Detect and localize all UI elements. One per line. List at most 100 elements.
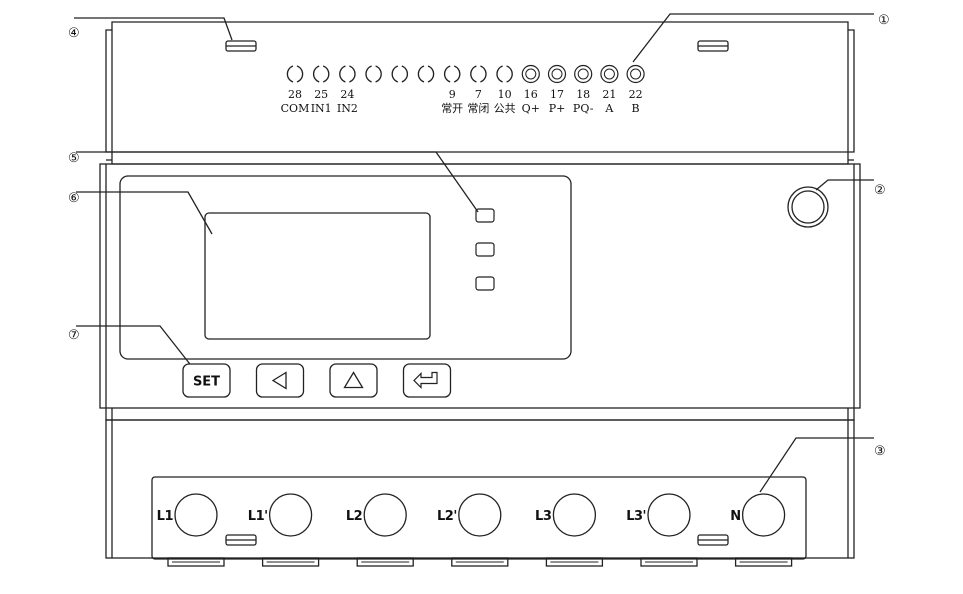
left-button-frame[interactable] bbox=[255, 363, 305, 398]
spring-terminal-right-icon bbox=[375, 65, 382, 83]
spring-terminal-left-icon bbox=[391, 65, 399, 83]
set-button-frame[interactable] bbox=[182, 363, 231, 398]
terminal-label: IN1 bbox=[311, 102, 332, 115]
enter-arrow-icon bbox=[413, 371, 438, 389]
callout-number-3: ③ bbox=[874, 444, 886, 459]
phase-terminal: L2 bbox=[346, 493, 407, 537]
terminal-number: 7 bbox=[475, 88, 482, 101]
phase-terminal-label: N bbox=[730, 509, 740, 524]
terminal-number: 18 bbox=[576, 88, 590, 101]
lcd-screen bbox=[204, 212, 431, 340]
top-terminal: 9常开 bbox=[441, 65, 463, 115]
callout-number-4: ④ bbox=[68, 26, 80, 41]
spring-terminal-left-icon bbox=[365, 65, 372, 83]
ring-terminal-icon bbox=[547, 64, 567, 84]
leader-line-3 bbox=[759, 437, 874, 493]
spring-terminal-right-icon bbox=[401, 65, 408, 83]
din-clip bbox=[640, 557, 698, 567]
top-terminal: 16Q+ bbox=[522, 64, 540, 115]
terminal-number: 21 bbox=[602, 88, 616, 101]
terminal-label: Q+ bbox=[522, 102, 540, 115]
phase-terminal: L1' bbox=[248, 493, 313, 537]
terminal-number: 17 bbox=[550, 88, 564, 101]
indicator-led-2 bbox=[475, 242, 495, 257]
top-cover bbox=[105, 21, 855, 153]
spring-terminal-right-icon bbox=[296, 65, 304, 83]
spring-terminal-left-icon bbox=[444, 65, 451, 83]
spring-terminal-left-icon bbox=[496, 65, 503, 83]
sealing-screw-inner bbox=[791, 190, 825, 224]
ring-terminal-inner-icon bbox=[577, 68, 589, 80]
din-clip bbox=[356, 557, 414, 567]
terminal-number: 10 bbox=[498, 88, 512, 101]
enter-button-frame[interactable] bbox=[402, 363, 452, 398]
terminal-block bbox=[151, 476, 807, 560]
callout-number-6: ⑥ bbox=[68, 191, 80, 206]
indicator-led-1 bbox=[475, 208, 495, 223]
leader-line-4 bbox=[74, 17, 233, 41]
spring-terminal-left-icon bbox=[339, 65, 346, 83]
main-body bbox=[99, 163, 861, 409]
phase-terminal: N bbox=[730, 493, 786, 537]
leader-line-7 bbox=[76, 325, 194, 369]
callout-number-5: ⑤ bbox=[68, 151, 80, 166]
indicator-led-3 bbox=[475, 276, 495, 291]
phase-terminal-screw bbox=[741, 493, 786, 537]
terminal-label: A bbox=[604, 102, 614, 115]
leader-line-2 bbox=[815, 179, 874, 191]
ring-terminal-inner-icon bbox=[525, 68, 537, 80]
terminal-number: 9 bbox=[449, 88, 456, 101]
spring-terminal-left-icon bbox=[470, 65, 477, 83]
left-button[interactable] bbox=[255, 363, 305, 398]
set-button[interactable]: SET bbox=[182, 363, 231, 398]
ring-terminal-icon bbox=[574, 64, 593, 84]
spring-terminal-right-icon bbox=[453, 65, 461, 83]
top-terminal: 22B bbox=[626, 64, 645, 115]
ring-terminal-inner-icon bbox=[630, 68, 642, 80]
lower-band bbox=[105, 408, 855, 421]
up-triangle-icon bbox=[343, 371, 364, 389]
din-clip bbox=[734, 557, 793, 567]
set-button-label: SET bbox=[193, 375, 220, 390]
leader-line-5 bbox=[76, 151, 479, 213]
terminal-label: 常闭 bbox=[467, 102, 489, 115]
callout-number-7: ⑦ bbox=[68, 328, 80, 343]
terminal-label: IN2 bbox=[337, 102, 358, 115]
ring-terminal-icon bbox=[600, 64, 619, 84]
sealing-screw-outer bbox=[787, 186, 829, 228]
leader-line-1 bbox=[632, 13, 874, 63]
phase-terminal-screw bbox=[647, 493, 691, 537]
terminal-label: PQ- bbox=[573, 102, 594, 115]
spring-terminal-right-icon bbox=[349, 65, 356, 83]
din-clip bbox=[261, 557, 320, 567]
phase-terminal-screw bbox=[174, 493, 218, 537]
phase-terminal: L3' bbox=[626, 493, 691, 537]
terminal-label: B bbox=[632, 102, 640, 115]
phase-terminal-screw bbox=[458, 493, 502, 537]
upper-band bbox=[111, 152, 849, 165]
din-clip bbox=[545, 557, 604, 567]
top-terminal bbox=[365, 65, 382, 83]
terminal-number: 24 bbox=[340, 88, 354, 101]
spring-terminal-right-icon bbox=[427, 65, 435, 83]
terminal-number: 16 bbox=[524, 88, 538, 101]
ring-terminal-icon bbox=[626, 64, 645, 84]
phase-terminal-screw bbox=[268, 493, 313, 537]
up-button[interactable] bbox=[329, 363, 378, 398]
enter-button[interactable] bbox=[402, 363, 452, 398]
terminal-label: COM bbox=[281, 102, 310, 115]
phase-terminal: L3 bbox=[535, 493, 597, 537]
top-terminal: 17P+ bbox=[547, 64, 567, 115]
din-clip bbox=[167, 557, 225, 567]
ring-terminal-inner-icon bbox=[551, 68, 563, 80]
din-clip bbox=[451, 557, 509, 567]
top-terminal: 21A bbox=[600, 64, 619, 115]
up-button-frame[interactable] bbox=[329, 363, 378, 398]
terminal-number: 25 bbox=[314, 88, 328, 101]
